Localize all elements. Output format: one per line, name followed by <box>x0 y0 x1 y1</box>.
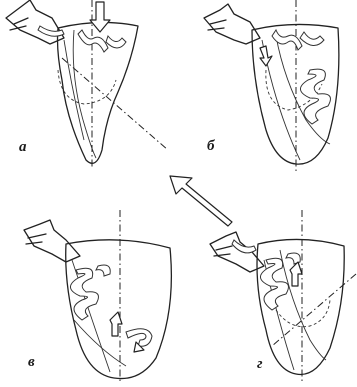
ejection-arrow <box>170 176 232 226</box>
outflow-axis <box>62 58 168 150</box>
atrium-vessel <box>6 0 64 44</box>
flow-path-dashed <box>276 300 330 327</box>
inflow-arrow-small <box>260 46 272 66</box>
inflow-arrow <box>90 2 110 32</box>
valve-leaflets <box>232 240 256 253</box>
apex-curl-arrow <box>126 329 152 352</box>
vortex-swirl <box>300 69 330 124</box>
atrium-vessel <box>24 220 80 262</box>
panel-v <box>0 200 180 387</box>
outflow-arrow-up <box>290 262 302 286</box>
atrium-vessel <box>210 232 264 272</box>
panel-label-a: а <box>19 140 27 155</box>
panel-a <box>0 0 180 180</box>
valve-leaflets <box>38 26 126 52</box>
valve-leaflets <box>272 30 324 50</box>
panel-label-v: в <box>28 355 35 370</box>
panel-g <box>160 170 357 387</box>
panel-label-b: б <box>207 139 215 154</box>
flow-path-dashed <box>58 70 116 104</box>
panel-label-g: г <box>257 357 263 372</box>
